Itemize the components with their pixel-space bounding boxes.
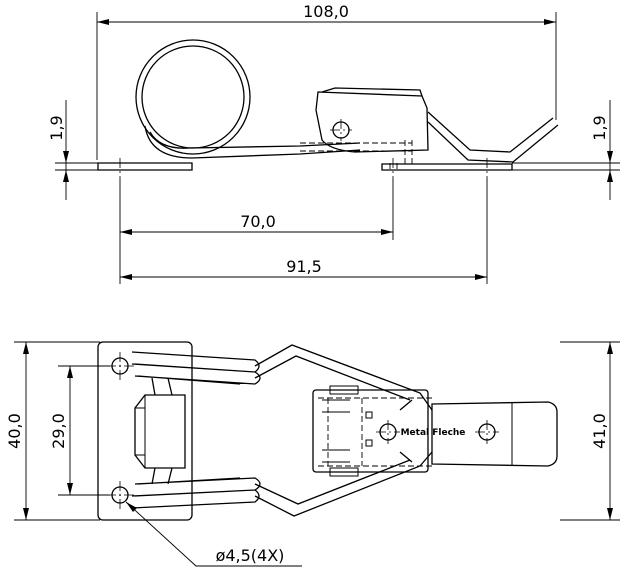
dim-hole-diameter: ø4,5(4X) [125, 501, 302, 567]
side-view [97, 39, 559, 178]
dim-label-overall-length: 108,0 [303, 2, 349, 21]
dim-overall-length: 108,0 [96, 2, 557, 160]
wire-arm-top [254, 344, 433, 411]
dim-hole-spacing-b: 91,5 [120, 178, 488, 284]
dim-hole-spacing-a: 70,0 [119, 178, 394, 284]
dim-width-hook: 41,0 [560, 341, 620, 521]
pivot-centerline [330, 119, 352, 141]
spring-coil-bottom [131, 477, 261, 509]
slot-top [365, 411, 373, 419]
top-view: Metal Fleche [97, 341, 558, 521]
spring-leg [149, 131, 361, 149]
dim-hole-pitch: 29,0 [49, 365, 110, 496]
dim-label-hole-diameter: ø4,5(4X) [216, 546, 285, 565]
lever-tab [321, 87, 423, 97]
link-rod-hidden [300, 142, 412, 152]
hook [431, 401, 558, 467]
link-arm [399, 399, 413, 463]
dim-label-thickness-left: 1,9 [47, 115, 66, 140]
hook-hole-centerline [475, 420, 499, 444]
wire-arm-top [254, 355, 411, 401]
spring-leg [151, 377, 173, 396]
wire-arm-bottom [254, 451, 433, 517]
dim-label-hole-spacing-b: 91,5 [286, 257, 322, 276]
spring-leg [151, 467, 173, 485]
hook-wire [427, 121, 559, 163]
base-plate-right [381, 163, 513, 171]
dim-label-hole-spacing-a: 70,0 [240, 212, 276, 231]
base-plate [97, 341, 193, 521]
slot-bottom [365, 439, 373, 447]
center-bracket-edge [135, 395, 146, 468]
spring-leg [144, 125, 361, 159]
hidden-hole [389, 140, 413, 172]
pivot-centerline [376, 420, 400, 444]
dim-label-thickness-right: 1,9 [590, 115, 609, 140]
lever-tab-bottom [329, 467, 359, 477]
dim-thickness-left: 1,9 [47, 100, 98, 200]
lever-tab-top [329, 385, 359, 395]
dim-width-outer: 40,0 [5, 341, 100, 521]
spring-coil-inner [141, 45, 245, 149]
lever-body [312, 389, 429, 473]
dim-label-width-outer: 40,0 [5, 413, 24, 449]
lever-body [315, 91, 429, 153]
dim-thickness-right: 1,9 [512, 100, 620, 200]
wire-arm-bottom [254, 459, 411, 505]
hole-centerline [106, 352, 134, 509]
hook-wire [427, 111, 554, 153]
lever-grip-ribs [322, 399, 350, 463]
dim-label-hole-pitch: 29,0 [49, 413, 68, 449]
center-bracket [134, 394, 186, 469]
stamp-label: Metal Fleche [401, 428, 466, 438]
spring-coil-top [131, 351, 261, 385]
spring-coil-outer [135, 39, 251, 155]
dim-label-width-hook: 41,0 [590, 413, 609, 449]
base-plate-left [97, 162, 193, 171]
